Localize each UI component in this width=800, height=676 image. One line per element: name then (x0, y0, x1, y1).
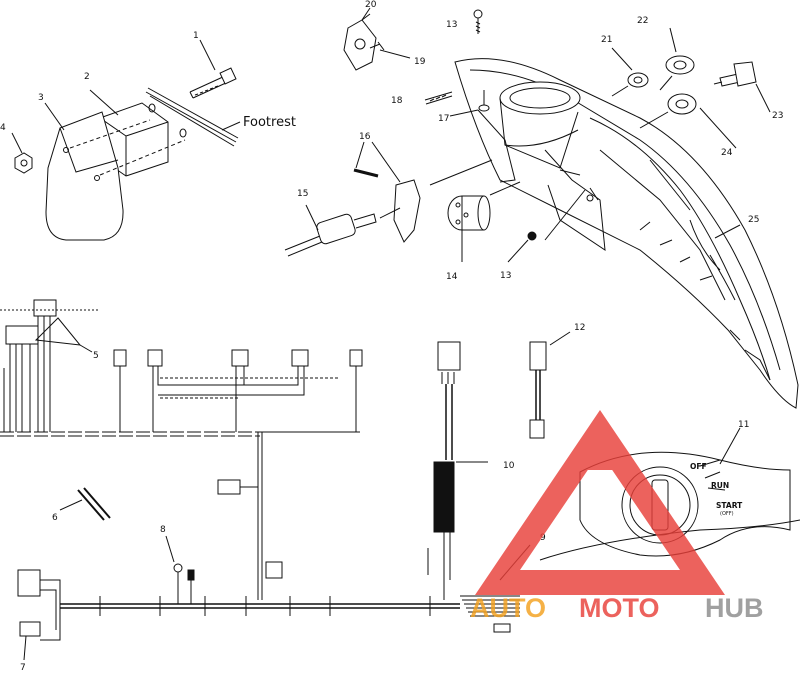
watermark-hub: HUB (705, 593, 764, 623)
screw-part-13-bottom (527, 231, 537, 241)
callout-20: 20 (365, 0, 377, 10)
callout-22: 22 (637, 16, 648, 26)
callout-21: 21 (601, 35, 612, 45)
callout-3: 3 (38, 93, 44, 103)
footrest-assembly (11, 39, 241, 241)
harness-connector-row (113, 349, 363, 367)
connector-part-10 (437, 341, 461, 371)
switch-part-15 (284, 235, 323, 257)
ring-terminal-part-8 (173, 563, 183, 573)
bracket-part-20 (343, 19, 377, 71)
screw-part-13-top (473, 9, 483, 19)
callout-10: 10 (503, 461, 515, 471)
nut-part-4 (14, 152, 33, 174)
bolt-part-1 (189, 75, 229, 99)
callout-18: 18 (391, 96, 403, 106)
switch-start-sub-label: (OFF) (720, 511, 734, 517)
switch-boot-part-16 (393, 179, 421, 243)
nut-part-24 (667, 93, 697, 115)
connector-part-7 (17, 569, 41, 597)
callout-15: 15 (297, 189, 308, 199)
callout-7: 7 (20, 663, 26, 671)
callout-12: 12 (574, 323, 585, 333)
callout-4: 4 (0, 123, 6, 133)
callout-13-bottom: 13 (500, 271, 511, 281)
switch-run-label: RUN (711, 481, 729, 490)
callout-13-top: 13 (446, 20, 457, 30)
watermark-auto: AUTO (470, 593, 546, 623)
callout-5: 5 (93, 351, 99, 361)
pin-part-18 (424, 91, 453, 105)
callout-1: 1 (193, 31, 199, 41)
footrest-label: Footrest (243, 115, 296, 130)
callout-11: 11 (738, 420, 749, 430)
switch-off-label: OFF (690, 462, 707, 471)
console-assembly (284, 7, 799, 409)
switch-start-label: START (716, 501, 743, 510)
callout-8: 8 (160, 525, 166, 535)
callout-23: 23 (772, 111, 783, 121)
callout-14: 14 (446, 272, 458, 282)
footrest-pad-part-3 (45, 111, 124, 241)
watermark-logo: AUTO MOTO HUB (470, 410, 764, 623)
callout-25: 25 (748, 215, 759, 225)
console-part-25 (454, 58, 799, 409)
watermark-inner-icon (565, 420, 635, 470)
callout-17: 17 (438, 114, 449, 124)
callout-9: 9 (540, 533, 546, 543)
callout-16: 16 (359, 132, 371, 142)
callout-6: 6 (52, 513, 58, 523)
watermark-moto: MOTO (579, 593, 660, 623)
callout-24: 24 (721, 148, 733, 158)
callout-2: 2 (84, 72, 90, 82)
callout-19: 19 (414, 57, 426, 67)
clip-part-6 (77, 487, 111, 521)
wiring-harness (0, 299, 571, 661)
connector-part-12 (529, 341, 547, 371)
washer-part-21 (627, 72, 649, 88)
callout-numbers: 1 2 3 4 5 6 7 8 9 10 11 12 13 13 14 15 1… (0, 0, 783, 673)
nut-part-22 (665, 55, 695, 75)
screw-part-19 (369, 41, 385, 51)
